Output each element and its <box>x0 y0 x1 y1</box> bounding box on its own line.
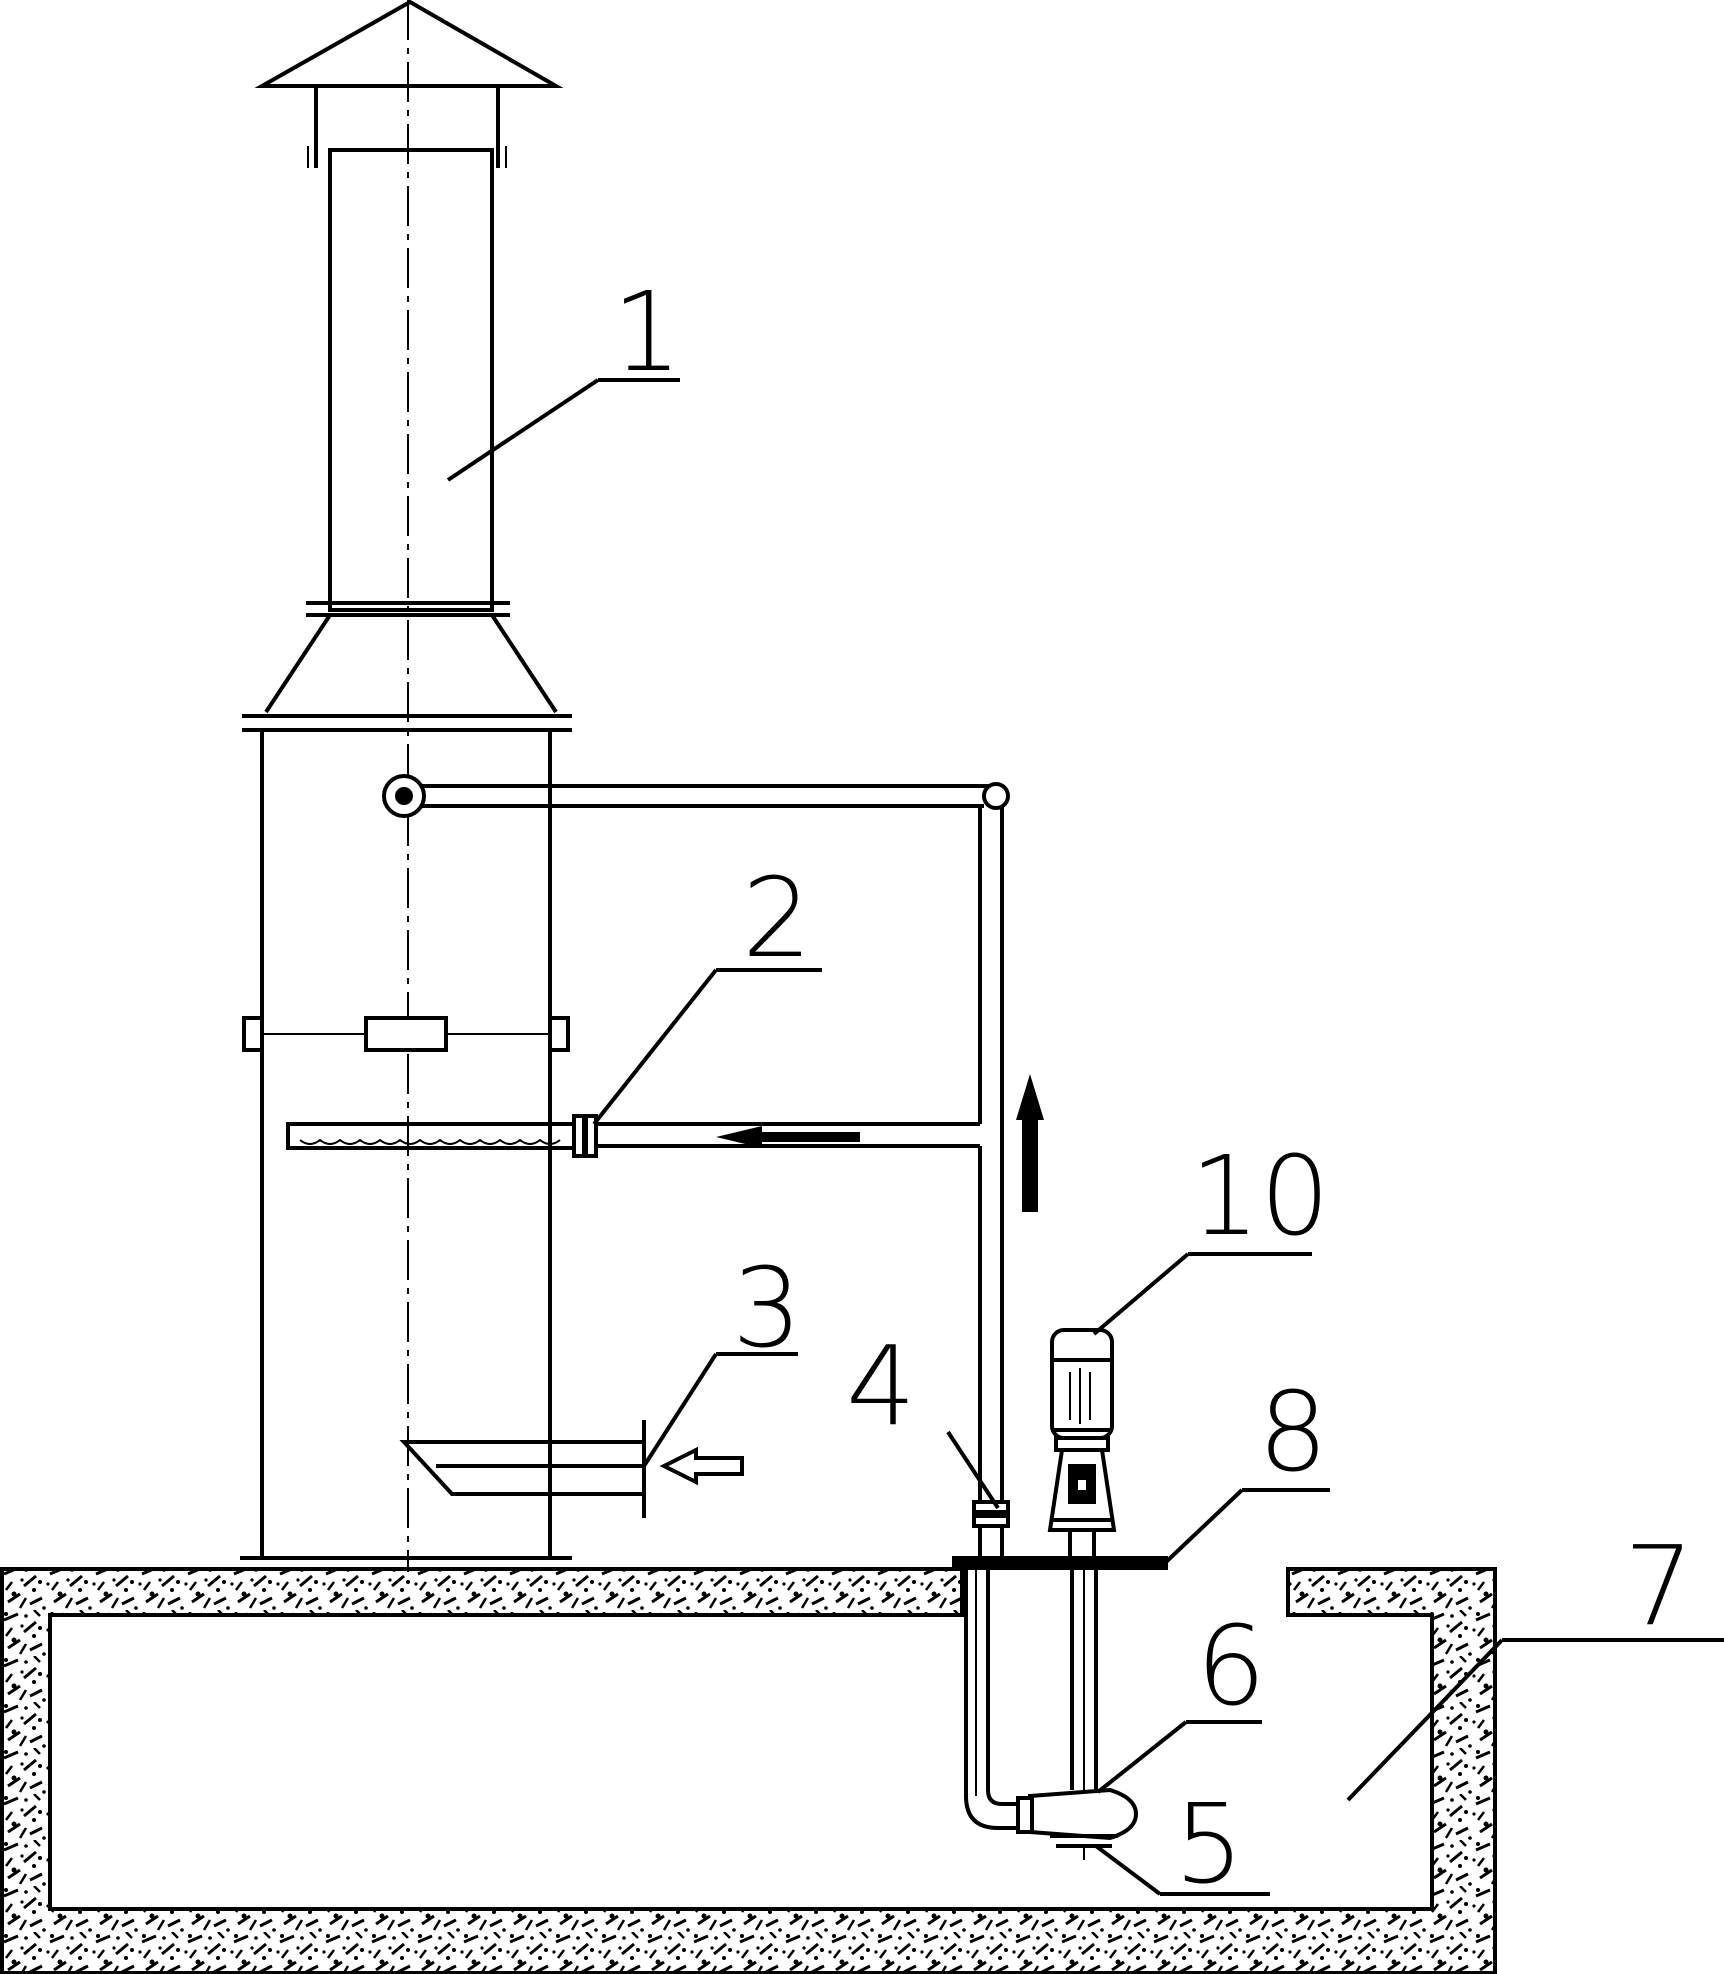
tank-wall <box>0 1567 1497 1974</box>
label-2: 2 <box>742 854 812 982</box>
arrow-left-icon <box>716 1126 860 1148</box>
arrow-inlet-icon <box>659 1446 744 1486</box>
label-10: 10 <box>1190 1132 1330 1260</box>
label-4: 4 <box>846 1322 916 1450</box>
pump-casing <box>1028 1787 1139 1841</box>
leader-lines <box>446 378 1724 1896</box>
scrubber-tower <box>240 0 646 1572</box>
tank-pool <box>0 1567 1497 1974</box>
label-7: 7 <box>1624 1522 1694 1650</box>
circulation-piping <box>420 782 1030 1830</box>
base-plate <box>952 1556 1168 1570</box>
label-3: 3 <box>732 1244 802 1372</box>
transition-cone <box>264 613 558 714</box>
pipe-flange <box>972 1500 1010 1514</box>
label-5: 5 <box>1174 1780 1244 1908</box>
upper-stack <box>328 148 494 612</box>
vertical-pump <box>952 1328 1168 1860</box>
demister <box>364 1016 448 1052</box>
label-1: 1 <box>612 268 682 396</box>
motor <box>1050 1328 1114 1440</box>
label-6: 6 <box>1196 1602 1266 1730</box>
label-8: 8 <box>1258 1368 1328 1496</box>
part-labels: 1 2 3 4 10 8 6 5 7 <box>612 268 1694 1908</box>
flow-arrows <box>659 1074 1044 1486</box>
arrow-up-icon <box>1016 1074 1044 1212</box>
